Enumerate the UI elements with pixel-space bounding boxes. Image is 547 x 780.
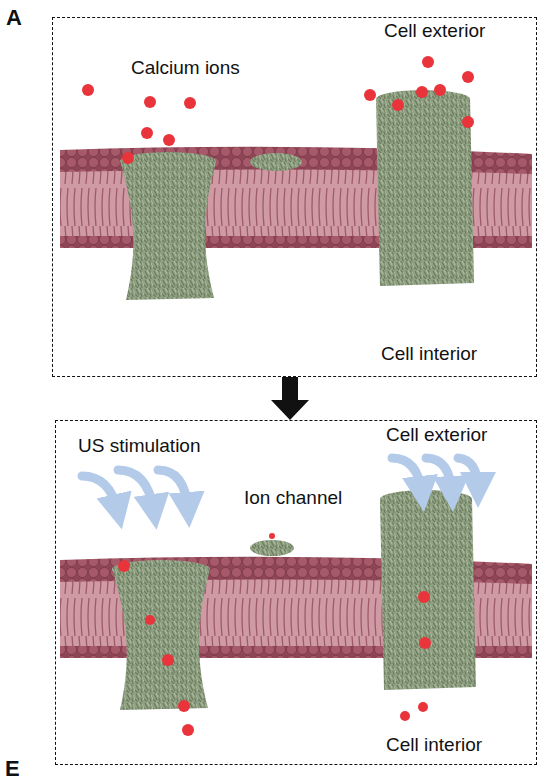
flow-arrow [271,377,309,420]
panel-frame: ACell exteriorCalcium ionsCell interior [52,17,537,377]
region-label: Cell exterior [386,424,487,446]
region-label: Cell interior [386,734,482,756]
ultrasound-arrows [82,458,478,512]
calcium-ions [82,56,474,164]
component-label: Ion channel [244,487,342,509]
ion-channel [112,560,210,710]
ion-label: Calcium ions [131,57,240,79]
panel-letter: A [6,6,22,30]
panel-frame: US stimulation Cell exteriorIon channelCe… [55,420,537,765]
ion-channel [120,152,216,300]
ion-channel [380,490,476,690]
region-label: Cell interior [381,343,477,365]
stimulus-label: US stimulation [78,435,201,457]
panel-letter: E [5,757,20,780]
calcium-ions [118,533,431,736]
region-label: Cell exterior [384,20,485,42]
ion-channel [376,90,474,286]
